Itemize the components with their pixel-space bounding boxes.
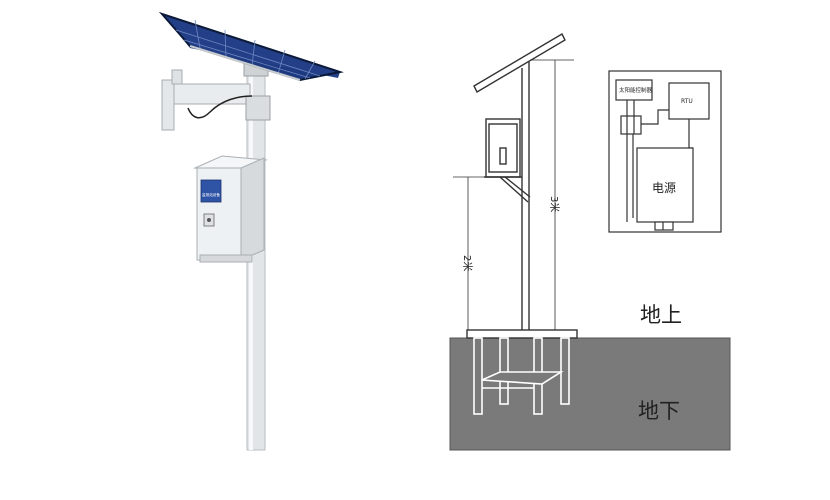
mounting-bracket <box>161 69 271 131</box>
cabinet-label: 监测站设备 <box>202 192 220 197</box>
equipment-cabinet: 监测站设备 <box>193 155 268 263</box>
foundation-cage <box>473 337 570 415</box>
power-supply-box <box>636 147 694 223</box>
above-ground-label: 地上 <box>640 303 682 327</box>
solar-panel <box>158 11 344 82</box>
power-label: 电源 <box>652 181 676 195</box>
height-3m-label: 3米 <box>548 196 561 212</box>
below-ground-label: 地下 <box>638 399 680 423</box>
solar-controller-label: 太阳能控制器 <box>619 86 653 94</box>
diagram-solar-panel <box>473 33 566 93</box>
cabinet-label-plate <box>200 179 222 203</box>
station-photo: 监测站设备 <box>158 11 344 451</box>
height-2m-label: 2米 <box>461 255 474 271</box>
underground-area <box>449 337 731 451</box>
installation-diagram <box>449 33 731 451</box>
cabinet-interior-inset <box>608 70 722 233</box>
foundation-slab <box>466 329 578 339</box>
breaker-block <box>620 115 642 135</box>
rtu-box <box>668 82 710 120</box>
rtu-label: RTU <box>681 98 693 105</box>
